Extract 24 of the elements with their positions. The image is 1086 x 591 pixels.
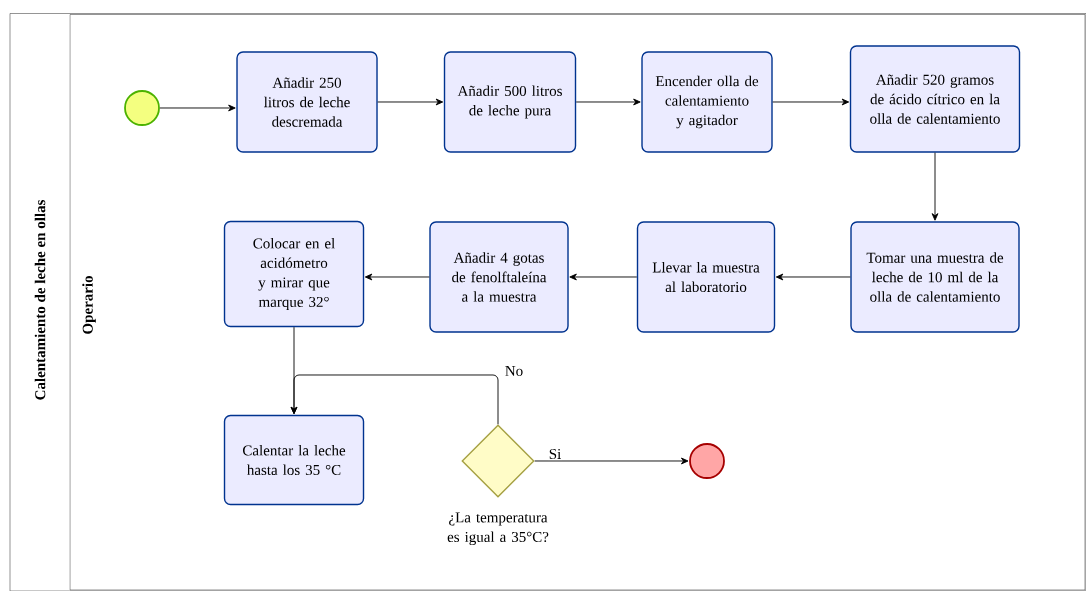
task-box: Llevar la muestra al laboratorio bbox=[636, 221, 776, 333]
end-event-circle bbox=[689, 443, 725, 479]
arrow bbox=[290, 374, 499, 425]
edge-label: Si bbox=[549, 448, 561, 460]
arrow bbox=[534, 457, 689, 465]
task-box: Añadir 250 litros de leche descremada bbox=[236, 51, 378, 153]
arrow bbox=[377, 98, 444, 106]
edge-label: No bbox=[505, 366, 523, 376]
task-box: Colocar en el acidómetro y mirar que marque 32° bbox=[223, 220, 365, 328]
arrow bbox=[931, 152, 939, 221]
task-box: Encender olla de calentamiento y agitador bbox=[641, 51, 773, 153]
node-label: ¿La temperatura es igual a 35°C? bbox=[447, 512, 549, 546]
arrow bbox=[775, 273, 851, 281]
arrow bbox=[569, 273, 638, 281]
task-box: Añadir 500 litros de leche pura bbox=[443, 51, 577, 153]
arrow bbox=[575, 98, 641, 106]
arrow bbox=[159, 104, 236, 112]
arrow bbox=[772, 98, 850, 106]
arrow bbox=[364, 273, 430, 281]
start-event-circle bbox=[124, 90, 160, 126]
task-box: Añadir 4 gotas de fenolftaleína a la muestra bbox=[429, 221, 569, 333]
task-box: Tomar una muestra de leche de 10 ml de la olla de calentamiento bbox=[850, 221, 1020, 333]
task-box: Calentar la leche hasta los 35 °C bbox=[223, 414, 365, 506]
task-box: Añadir 520 gramos de ácido cítrico en la olla de calentamiento bbox=[849, 45, 1021, 153]
